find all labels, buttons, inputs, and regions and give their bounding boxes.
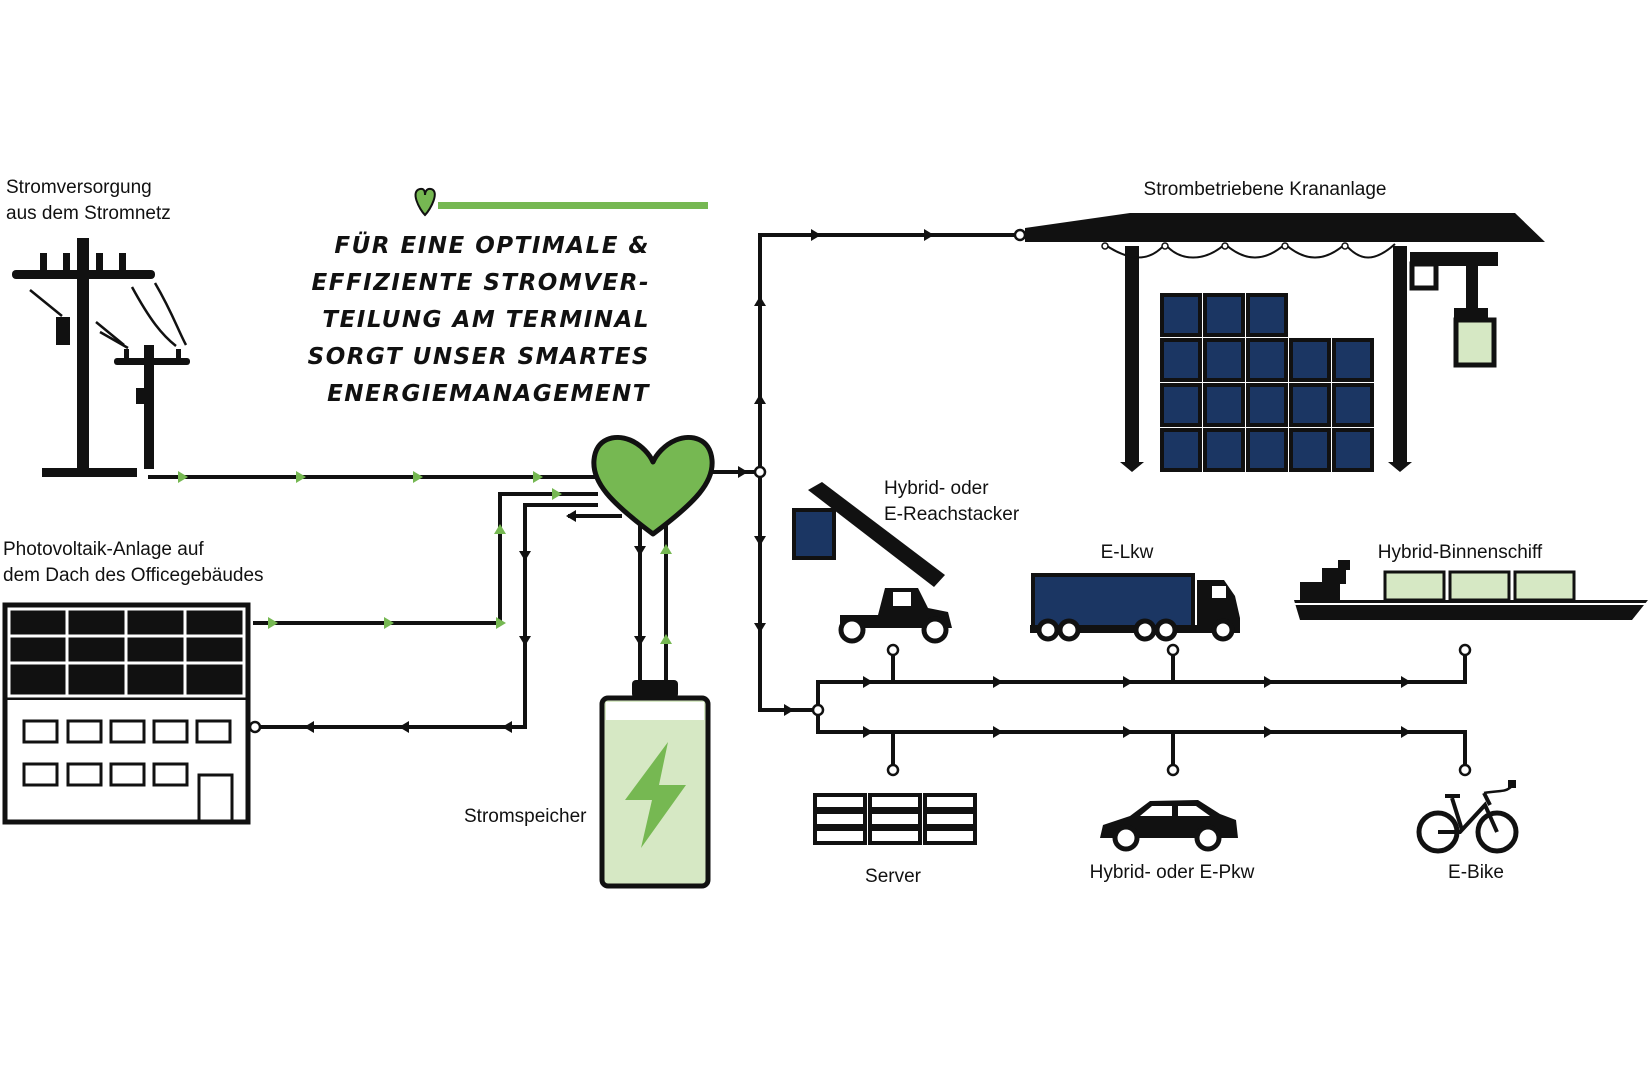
truck-icon xyxy=(1030,573,1240,642)
headline-line3: TEILUNG AM TERMINAL xyxy=(322,307,650,333)
grid-label-line1: Stromversorgung xyxy=(6,177,152,198)
reachstacker-label: Hybrid- oder E-Reachstacker xyxy=(884,476,1019,528)
headline: FÜR EINE OPTIMALE & EFFIZIENTE STROMVER-… xyxy=(308,228,650,413)
ebike-icon xyxy=(1416,780,1519,854)
grid-label: Stromversorgung aus dem Stromnetz xyxy=(6,175,171,227)
power-pole-icon xyxy=(12,238,190,477)
connection-nodes xyxy=(248,228,1472,777)
car-icon xyxy=(1100,800,1238,852)
pv-label-line1: Photovoltaik-Anlage auf xyxy=(3,539,204,560)
car-label: Hybrid- oder E-Pkw xyxy=(1089,862,1255,883)
headline-heart-icon xyxy=(414,187,708,217)
server-rack-icon xyxy=(813,793,977,845)
pv-label-line2: dem Dach des Officegebäudes xyxy=(3,565,264,586)
connection-lines xyxy=(148,233,1467,772)
reachstacker-label-line2: E-Reachstacker xyxy=(884,504,1020,525)
headline-line2: EFFIZIENTE STROMVER- xyxy=(311,270,650,296)
crane-label: Strombetriebene Krananlage xyxy=(1143,179,1387,200)
server-label: Server xyxy=(865,866,921,887)
ship-icon xyxy=(1294,560,1648,620)
reachstacker-label-line1: Hybrid- oder xyxy=(884,478,989,499)
ebike-label: E-Bike xyxy=(1448,862,1504,883)
headline-line1: FÜR EINE OPTIMALE & xyxy=(334,233,650,259)
battery-icon xyxy=(599,680,711,889)
pv-label: Photovoltaik-Anlage auf dem Dach des Off… xyxy=(3,537,264,589)
container-crane-icon xyxy=(1025,213,1545,472)
storage-label: Stromspeicher xyxy=(464,806,587,827)
headline-line4: SORGT UNSER SMARTES xyxy=(307,344,650,370)
office-building-solar-icon xyxy=(2,602,251,825)
reachstacker-icon xyxy=(792,482,952,644)
ship-label: Hybrid-Binnenschiff xyxy=(1377,542,1543,563)
energy-hub-heart-icon xyxy=(591,435,715,537)
truck-label: E-Lkw xyxy=(1100,542,1154,563)
headline-line5: ENERGIEMANAGEMENT xyxy=(327,381,650,407)
grid-label-line2: aus dem Stromnetz xyxy=(6,203,171,224)
